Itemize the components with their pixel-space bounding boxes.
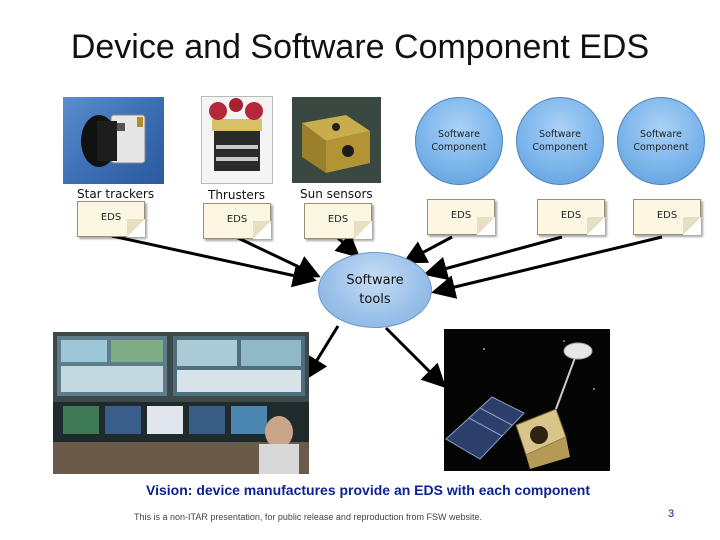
software-tools-label: Software tools xyxy=(346,273,404,307)
software-component-3: Software Component xyxy=(617,97,705,185)
software-tools-node: Software tools xyxy=(318,252,432,328)
eds-document: EDS xyxy=(304,203,372,239)
thruster-photo xyxy=(201,96,273,184)
device-label-star-trackers: Star trackers xyxy=(77,187,155,201)
eds-label: EDS xyxy=(656,210,678,221)
device-label-sun-sensors: Sun sensors xyxy=(300,187,373,201)
eds-label: EDS xyxy=(327,214,349,225)
device-label-thrusters: Thrusters xyxy=(208,188,265,202)
eds-label: EDS xyxy=(450,210,472,221)
arrow-component2-to-tools xyxy=(423,235,563,281)
eds-document: EDS xyxy=(537,199,605,235)
page-fold xyxy=(477,217,495,235)
control-room-photo xyxy=(53,332,309,474)
eds-document: EDS xyxy=(77,201,145,237)
page-number: 3 xyxy=(668,508,675,520)
arrow-thruster-to-tools xyxy=(237,236,321,278)
sun-sensor-photo xyxy=(292,97,381,183)
eds-document: EDS xyxy=(203,203,271,239)
arrow-component1-to-tools xyxy=(402,235,453,264)
software-component-1: Software Component xyxy=(415,97,503,185)
page-fold xyxy=(587,217,605,235)
page-fold xyxy=(683,217,701,235)
vision-statement: Vision: device manufactures provide an E… xyxy=(146,482,590,498)
arrow-tools-to-controlroom xyxy=(304,325,340,381)
spacecraft-photo xyxy=(444,329,610,471)
page-fold xyxy=(253,221,271,239)
eds-label: EDS xyxy=(100,212,122,223)
arrow-tools-to-spacecraft xyxy=(384,326,447,389)
page-fold xyxy=(127,219,145,237)
eds-label: EDS xyxy=(560,210,582,221)
arrow-sunsensor-to-tools xyxy=(334,233,361,259)
footer-note: This is a non-ITAR presentation, for pub… xyxy=(134,512,482,522)
eds-document: EDS xyxy=(427,199,495,235)
page-title: Device and Software Component EDS xyxy=(70,28,650,66)
page-fold xyxy=(354,221,372,239)
eds-document: EDS xyxy=(633,199,701,235)
star-tracker-photo xyxy=(63,97,164,184)
eds-label: EDS xyxy=(226,214,248,225)
software-component-2: Software Component xyxy=(516,97,604,185)
arrow-startracker-to-tools xyxy=(111,234,317,288)
arrow-component3-to-tools xyxy=(431,235,663,299)
